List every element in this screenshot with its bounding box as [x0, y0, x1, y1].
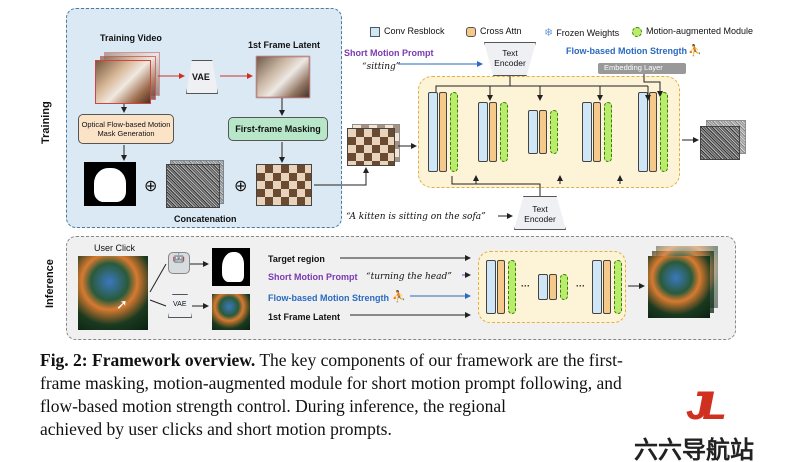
legend-motion-module: Motion-augmented Module	[632, 26, 753, 37]
text-encoder-bottom-label: Text Encoder	[524, 204, 556, 224]
vae-inference-label: VAE	[173, 301, 187, 308]
watermark-logo: JL	[680, 384, 727, 429]
embedding-layer-label: Embedding Layer	[604, 63, 663, 72]
first-frame-latent-label: 1st Frame Latent	[248, 40, 321, 50]
inference-short-prompt-label: Short Motion Prompt	[268, 272, 358, 282]
motion-mask-image	[84, 162, 136, 206]
first-frame-latent-image	[256, 56, 310, 98]
cursor-icon: ➚	[116, 296, 128, 312]
legend-label: Cross Attn	[480, 26, 522, 36]
legend-cross-attn: Cross Attn	[466, 26, 522, 37]
unet-up-block-orange	[593, 102, 601, 162]
unet-up-block-orange	[649, 92, 657, 172]
user-click-label: User Click	[94, 243, 136, 253]
inference-up-block-green	[614, 260, 622, 314]
training-video-frame	[95, 60, 151, 104]
legend-frozen-weights: ❄Frozen Weights	[544, 26, 619, 39]
snowflake-icon: ❄	[544, 27, 554, 39]
inference-down-block-blue	[486, 260, 496, 314]
unet-down-block-orange	[489, 102, 497, 162]
caption-line-1: Fig. 2: Framework overview. The key comp…	[40, 349, 760, 372]
concatenation-label: Concatenation	[174, 214, 237, 224]
noise-latents	[166, 164, 220, 208]
bird-latent	[212, 294, 250, 330]
first-frame-masking-box: First-frame Masking	[228, 117, 328, 141]
inference-mid-block-green	[560, 274, 568, 300]
caption-line-1-text: The key components of our framework are …	[255, 350, 623, 370]
unet-down-block-green	[450, 92, 458, 172]
training-side-label: Training	[40, 101, 52, 144]
watermark-text: 六六导航站	[634, 430, 754, 462]
unet-mid-block-orange	[539, 110, 547, 154]
plus-symbol: ⊕	[234, 178, 248, 195]
ellipsis: ···	[521, 281, 530, 291]
output-bird	[648, 256, 710, 318]
optical-flow-mask-box: Optical Flow-based Motion Mask Generatio…	[78, 114, 174, 144]
robot-icon: 🤖	[168, 252, 190, 274]
unet-input-stack	[347, 128, 395, 166]
vae-encoder-inference	[168, 294, 192, 318]
masked-latent	[256, 164, 312, 206]
inference-flow-strength-label: Flow-based Motion Strength	[268, 293, 389, 303]
long-prompt: “A kitten is sitting on the sofa”	[346, 212, 486, 222]
running-icon: ⛹	[392, 291, 406, 303]
unet-down-block-blue	[428, 92, 438, 172]
unet-up-block-green	[660, 92, 668, 172]
output-video-stack	[700, 126, 740, 160]
caption-line-3: flow-based motion strength control. Duri…	[40, 396, 507, 416]
legend-swatch	[466, 26, 476, 37]
inference-up-block-blue	[592, 260, 602, 314]
plus-symbol: ⊕	[144, 178, 158, 195]
inference-side-label: Inference	[44, 259, 56, 308]
text-encoder-top-label: Text Encoder	[494, 48, 526, 68]
inference-short-prompt-value: “turning the head”	[366, 272, 452, 282]
legend-label: Motion-augmented Module	[646, 26, 754, 36]
unet-mid-block-green	[550, 110, 558, 154]
caption-line-4: achieved by user clicks and short motion…	[40, 419, 392, 439]
inference-panel	[66, 236, 736, 340]
inference-mid-block-orange	[549, 274, 557, 300]
unet-up-block-blue	[638, 92, 648, 172]
segmentation-mask	[212, 248, 250, 286]
inference-down-block-green	[508, 260, 516, 314]
ellipsis: ···	[576, 281, 585, 291]
unet-backbone	[418, 76, 680, 188]
short-motion-prompt-label: Short Motion Prompt	[344, 48, 434, 58]
caption-fig-label: Fig. 2: Framework overview.	[40, 350, 256, 370]
legend-label: Frozen Weights	[556, 28, 620, 38]
legend-swatch	[370, 26, 380, 37]
unet-mid-block-blue	[528, 110, 538, 154]
unet-up-block-green	[604, 102, 612, 162]
unet-down-block-blue	[478, 102, 488, 162]
vae-label: VAE	[192, 72, 210, 82]
inference-first-frame-latent: 1st Frame Latent	[268, 312, 341, 322]
training-video-label: Training Video	[100, 33, 162, 43]
short-motion-prompt-value: “sitting”	[362, 62, 401, 72]
running-icon: ⛹	[688, 45, 702, 57]
flow-strength-label: Flow-based Motion Strength	[566, 46, 687, 56]
legend-swatch	[632, 26, 642, 37]
inference-down-block-orange	[497, 260, 505, 314]
caption-line-2: frame masking, motion-augmented module f…	[40, 373, 622, 393]
inference-mid-block-blue	[538, 274, 548, 300]
figure-caption: Fig. 2: Framework overview. The key comp…	[40, 349, 760, 441]
text-encoder-bottom	[514, 196, 566, 230]
unet-down-block-orange	[439, 92, 447, 172]
target-region-label: Target region	[268, 254, 325, 264]
input-bird-image	[78, 256, 148, 330]
inference-up-block-orange	[603, 260, 611, 314]
unet-down-block-green	[500, 102, 508, 162]
legend-conv-resblock: Conv Resblock	[370, 26, 445, 37]
embedding-layer	[598, 63, 686, 74]
unet-up-block-blue	[582, 102, 592, 162]
legend-label: Conv Resblock	[384, 26, 445, 36]
text-encoder-top	[484, 42, 536, 76]
